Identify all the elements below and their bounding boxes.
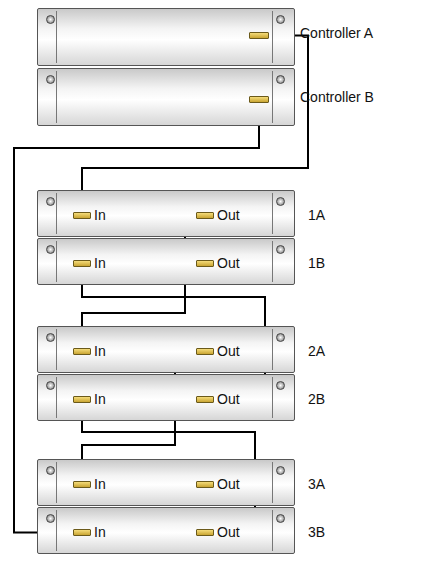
mounting-screw: [276, 75, 285, 84]
expansion-tray: InOut1A: [37, 190, 295, 237]
in-port: [73, 529, 91, 536]
port-label: Out: [217, 207, 240, 223]
mounting-screw: [276, 197, 285, 206]
port-label: Out: [217, 524, 240, 540]
out-port: [196, 212, 214, 219]
tray-id: 1A: [308, 207, 325, 223]
out-port: [196, 481, 214, 488]
rack-ear-edge: [272, 241, 273, 282]
tray-id: 1B: [308, 255, 325, 271]
host-port: [249, 96, 269, 103]
controller-label: Controller A: [300, 25, 373, 41]
tray-id: 2B: [308, 391, 325, 407]
out-port: [196, 396, 214, 403]
mounting-screw: [276, 381, 285, 390]
rack-ear-edge: [56, 329, 57, 370]
mounting-screw: [276, 466, 285, 475]
port-label: In: [94, 207, 106, 223]
port-label: Out: [217, 391, 240, 407]
controller-label: Controller B: [300, 89, 374, 105]
in-port: [73, 260, 91, 267]
rack-ear-edge: [272, 11, 273, 63]
expansion-tray: InOut2A: [37, 326, 295, 373]
port-label: Out: [217, 255, 240, 271]
mounting-screw: [46, 466, 55, 475]
rack-ear-edge: [272, 462, 273, 503]
rack-ear-edge: [272, 329, 273, 370]
rack-ear-edge: [272, 377, 273, 418]
in-port: [73, 348, 91, 355]
mounting-screw: [276, 15, 285, 24]
expansion-tray: InOut3B: [37, 507, 295, 554]
port-label: In: [94, 343, 106, 359]
port-label: Out: [217, 343, 240, 359]
mounting-screw: [46, 245, 55, 254]
controller-tray: Controller A: [37, 8, 295, 66]
expansion-tray: InOut3A: [37, 459, 295, 506]
out-port: [196, 529, 214, 536]
mounting-screw: [46, 514, 55, 523]
in-port: [73, 481, 91, 488]
host-port: [249, 32, 269, 39]
port-label: In: [94, 255, 106, 271]
rack-ear-edge: [56, 241, 57, 282]
rack-ear-edge: [56, 193, 57, 234]
rack-ear-edge: [272, 193, 273, 234]
mounting-screw: [46, 75, 55, 84]
mounting-screw: [46, 197, 55, 206]
tray-id: 2A: [308, 343, 325, 359]
tray-id: 3A: [308, 476, 325, 492]
out-port: [196, 260, 214, 267]
mounting-screw: [276, 514, 285, 523]
rack-ear-edge: [272, 71, 273, 123]
port-label: In: [94, 524, 106, 540]
rack-ear-edge: [56, 510, 57, 551]
mounting-screw: [276, 333, 285, 342]
tray-id: 3B: [308, 524, 325, 540]
out-port: [196, 348, 214, 355]
expansion-tray: InOut1B: [37, 238, 295, 285]
rack-ear-edge: [56, 71, 57, 123]
mounting-screw: [276, 245, 285, 254]
rack-ear-edge: [56, 377, 57, 418]
rack-ear-edge: [56, 462, 57, 503]
in-port: [73, 212, 91, 219]
port-label: In: [94, 391, 106, 407]
rack-ear-edge: [272, 510, 273, 551]
mounting-screw: [46, 15, 55, 24]
in-port: [73, 396, 91, 403]
port-label: In: [94, 476, 106, 492]
expansion-tray: InOut2B: [37, 374, 295, 421]
controller-tray: Controller B: [37, 68, 295, 126]
rack-ear-edge: [56, 11, 57, 63]
mounting-screw: [46, 381, 55, 390]
port-label: Out: [217, 476, 240, 492]
mounting-screw: [46, 333, 55, 342]
